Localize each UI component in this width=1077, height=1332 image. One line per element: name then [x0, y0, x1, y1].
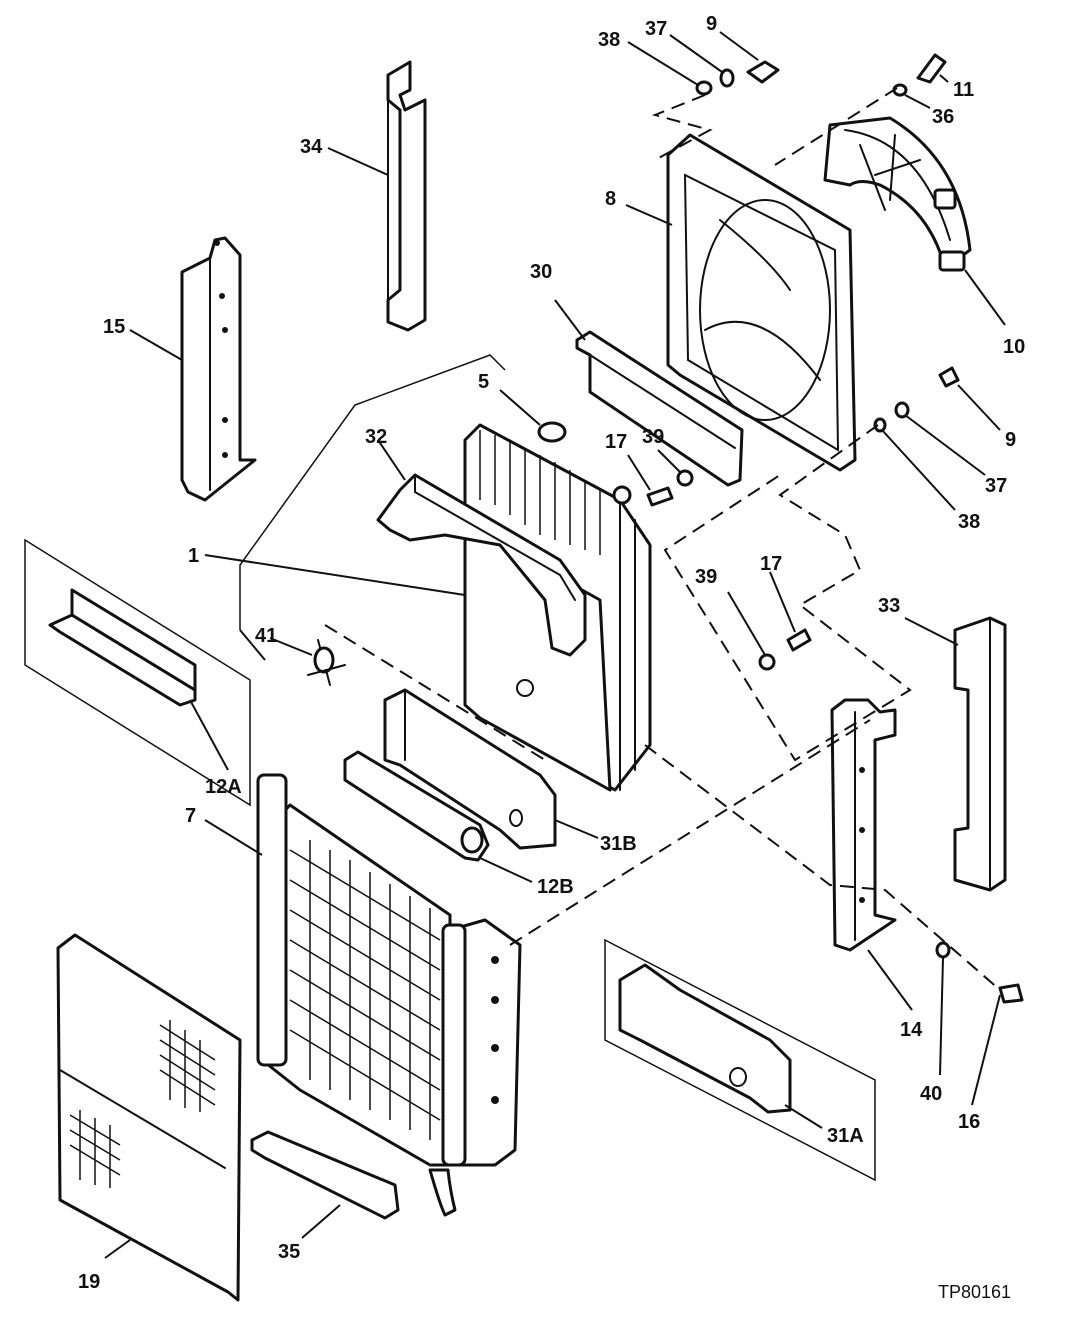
callout-38-right: 38: [958, 511, 980, 533]
detail-box-12a: [24, 538, 251, 807]
part-31b-block: [383, 688, 557, 850]
callout-36: 36: [932, 106, 954, 128]
part-33-seal: [953, 616, 1007, 892]
part-8-fan-shroud: [666, 133, 857, 472]
callout-7: 7: [185, 805, 196, 827]
callout-1: 1: [188, 545, 199, 567]
drawing-code: TP80161: [938, 1282, 1011, 1302]
callout-8: 8: [605, 188, 616, 210]
callout-31a: 31A: [827, 1125, 864, 1147]
callout-40: 40: [920, 1083, 942, 1105]
fasteners: [646, 53, 1024, 1004]
callout-38-top: 38: [598, 29, 620, 51]
callout-9-right: 9: [1005, 429, 1016, 451]
part-32-shroud: [376, 473, 587, 657]
callout-30: 30: [530, 261, 552, 283]
part-15-bracket: [180, 236, 257, 502]
callout-12b: 12B: [537, 876, 574, 898]
callout-33: 33: [878, 595, 900, 617]
leader-lines: [104, 31, 1006, 1259]
part-34-seal: [386, 60, 427, 332]
part-30-bracket: [575, 330, 744, 487]
part-19-screen: [56, 933, 242, 1302]
callout-12a: 12A: [205, 776, 242, 798]
callout-31b: 31B: [600, 833, 637, 855]
part-14-bracket: [830, 698, 897, 952]
part-10-fan-guard: [823, 116, 972, 272]
part-7-oil-cooler: [256, 773, 522, 1217]
assembly-lines: [324, 87, 1001, 991]
callout-9-top: 9: [706, 13, 717, 35]
part-5-cap: [537, 421, 567, 443]
callout-32: 32: [365, 426, 387, 448]
part-12b-bracket: [343, 750, 490, 862]
callout-34: 34: [300, 136, 323, 158]
callout-37-top: 37: [645, 18, 667, 40]
callout-5: 5: [478, 371, 489, 393]
part-35-strip: [250, 1130, 400, 1220]
part-31a-block: [618, 963, 792, 1114]
callout-37-right: 37: [985, 475, 1007, 497]
callout-15: 15: [103, 316, 125, 338]
callout-10: 10: [1003, 336, 1025, 358]
callout-41: 41: [255, 625, 277, 647]
detail-box-31a: [604, 938, 876, 1182]
callout-14: 14: [900, 1019, 923, 1041]
part-41-drain-cock: [307, 639, 346, 686]
part-12a-angle: [48, 588, 197, 707]
callout-11: 11: [953, 79, 974, 101]
callout-labels: 1 5 7 8 9 9 10 11 12A 12B 14 15 16 17 17…: [78, 13, 1025, 1293]
callout-17-right: 17: [760, 553, 782, 575]
assembly-bracket-1b: [239, 629, 266, 661]
callout-39-right: 39: [695, 566, 717, 588]
assembly-bracket-1: [239, 354, 506, 630]
callout-19: 19: [78, 1271, 100, 1293]
callout-39-left: 39: [642, 426, 664, 448]
callout-16: 16: [958, 1111, 980, 1133]
callout-35: 35: [278, 1241, 300, 1263]
cooler-mesh: [289, 840, 441, 1140]
callout-17-left: 17: [605, 431, 627, 453]
